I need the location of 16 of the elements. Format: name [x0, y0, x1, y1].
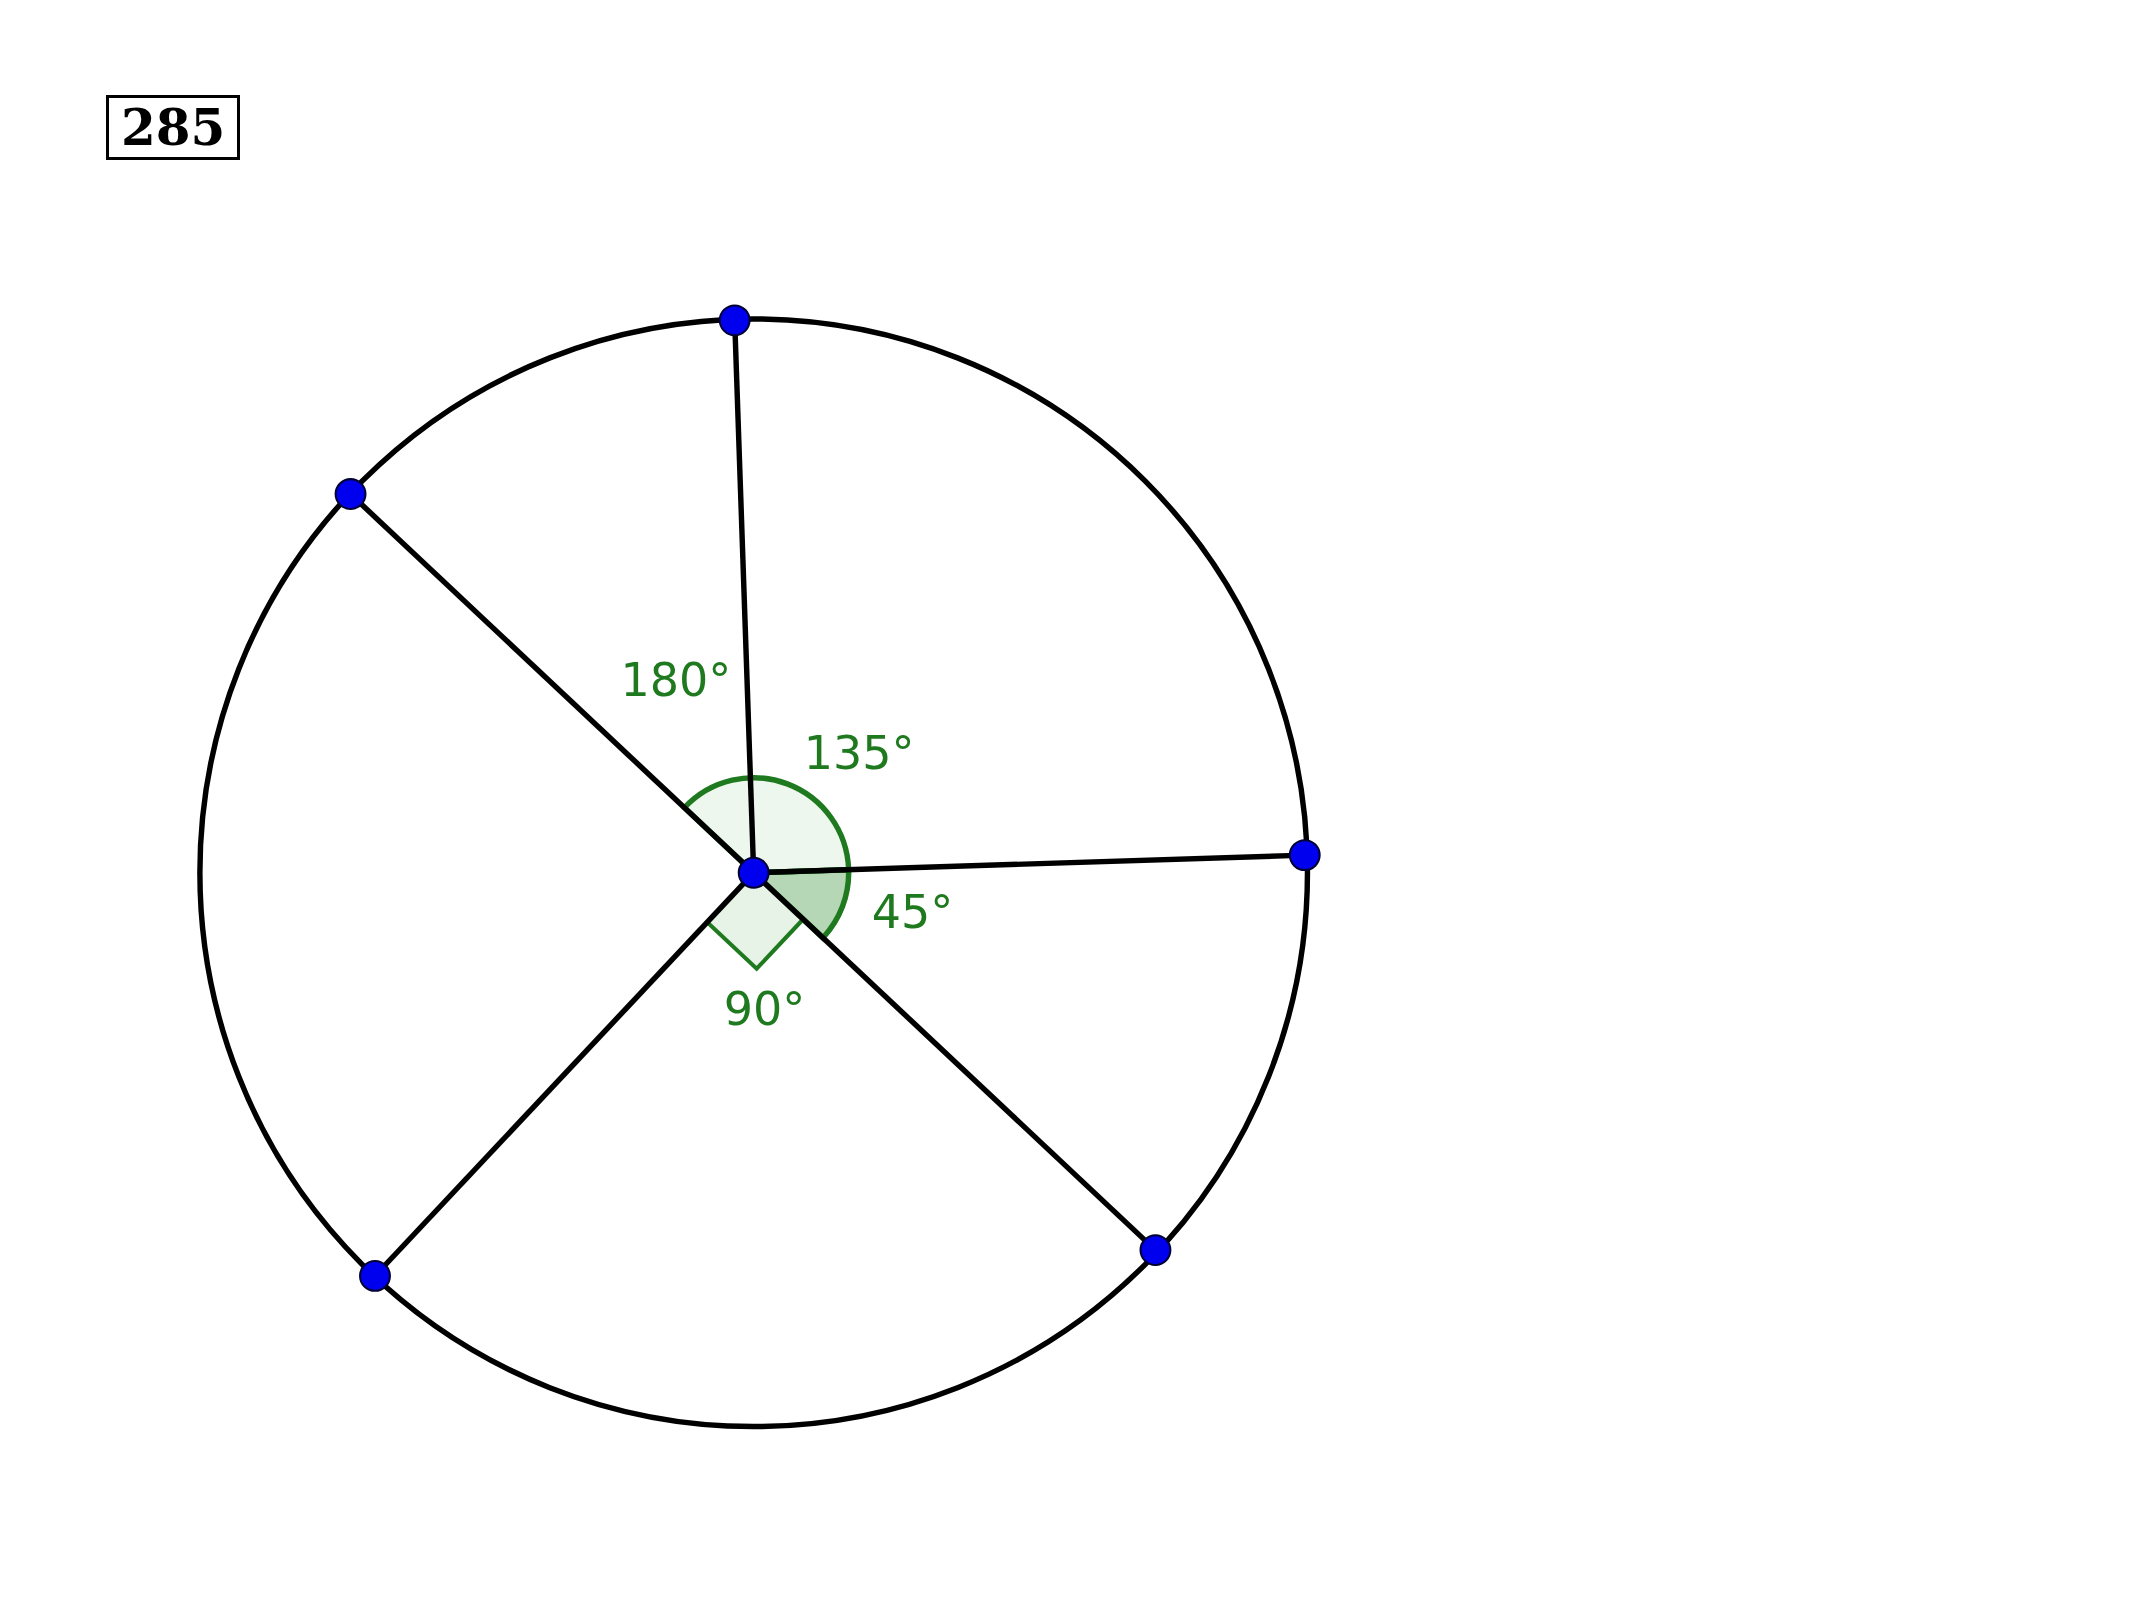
- angle-label: 135°: [803, 730, 915, 777]
- radius-line: [359, 502, 745, 865]
- point-dot: [737, 856, 770, 889]
- radius-line: [762, 881, 1147, 1242]
- angle-label: 45°: [871, 889, 954, 936]
- exercise-number: 285: [105, 95, 241, 161]
- radius-line: [732, 335, 756, 858]
- angle-label: 90°: [723, 985, 806, 1032]
- radius-line: [768, 852, 1290, 875]
- point-dot: [334, 478, 367, 510]
- point-dot: [1139, 1234, 1172, 1267]
- radius-line: [383, 881, 746, 1267]
- point-dot: [359, 1259, 391, 1292]
- point-dot: [718, 304, 751, 337]
- angle-label: 180°: [620, 657, 732, 704]
- point-dot: [1288, 839, 1321, 872]
